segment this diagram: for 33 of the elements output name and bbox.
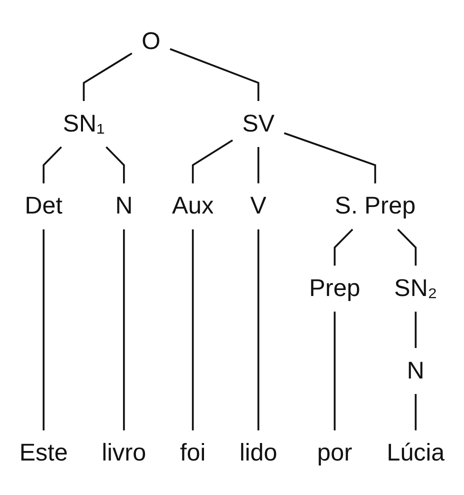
- connector: [82, 52, 132, 101]
- connector: [123, 229, 125, 430]
- connector: [397, 228, 417, 266]
- connector: [170, 48, 260, 101]
- connector: [192, 229, 194, 430]
- node-text: lido: [240, 440, 278, 467]
- connector: [257, 229, 260, 430]
- node-text: Este: [19, 440, 68, 467]
- node-text: livro: [102, 440, 146, 467]
- node-text: V: [250, 193, 266, 220]
- node-text: Lúcia: [386, 440, 445, 467]
- node-text: N: [115, 193, 133, 220]
- connector: [284, 132, 376, 184]
- node-text: por: [317, 440, 352, 467]
- node-text: Det: [24, 193, 62, 220]
- connector: [42, 229, 45, 430]
- connector: [42, 146, 62, 184]
- node-text: N: [406, 358, 424, 384]
- node-text: Prep: [309, 275, 360, 302]
- node-text: foi: [180, 440, 206, 467]
- node-text: Aux: [172, 193, 214, 220]
- connector: [414, 394, 417, 430]
- connector: [334, 312, 336, 430]
- node-text: O: [142, 28, 160, 55]
- connector: [334, 228, 354, 266]
- node-text: S. Prep: [334, 193, 416, 220]
- node-text: SV: [242, 110, 275, 138]
- connector: [192, 139, 234, 184]
- connector: [257, 147, 260, 184]
- connector: [106, 146, 125, 184]
- connector: [414, 312, 417, 348]
- node-text: SN₁: [62, 110, 105, 138]
- node-text: SN₂: [394, 275, 438, 302]
